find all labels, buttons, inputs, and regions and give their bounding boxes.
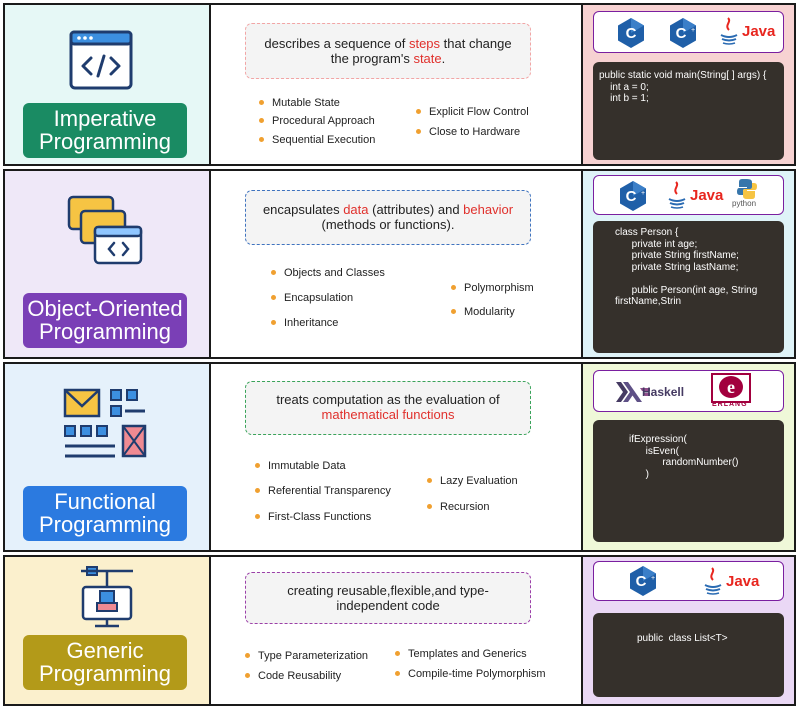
imperative-label-cell: Imperative Programming bbox=[5, 5, 211, 164]
oop-code-block: class Person { private int age; private … bbox=[593, 221, 784, 353]
oop-row: Object-Oriented Programming encapsulates… bbox=[3, 169, 796, 359]
generic-logo-box: C+ Java bbox=[593, 561, 784, 601]
monitor-tool-icon bbox=[79, 565, 135, 634]
list-item: Lazy Evaluation bbox=[427, 475, 518, 487]
imperative-description: describes a sequence of steps that chang… bbox=[245, 23, 531, 79]
functional-row: Functional Programming treats computatio… bbox=[3, 362, 796, 552]
generic-row: Generic Programming creating reusable,fl… bbox=[3, 555, 796, 706]
oop-label-cell: Object-Oriented Programming bbox=[5, 171, 211, 357]
functional-logo-box: Haskell e ERLANG bbox=[593, 370, 784, 412]
java-logo: Java bbox=[718, 16, 775, 51]
imperative-title: Imperative Programming bbox=[23, 103, 187, 158]
oop-code-cell: C+ Java python class Person { private in… bbox=[583, 171, 794, 357]
imperative-code-cell: C C+ Java public static void main(String… bbox=[583, 5, 794, 164]
c-logo: C bbox=[616, 17, 646, 54]
generic-title: Generic Programming bbox=[23, 635, 187, 690]
cpp-logo: C+ bbox=[668, 17, 698, 54]
list-item: Polymorphism bbox=[451, 282, 534, 294]
imperative-logo-box: C C+ Java bbox=[593, 11, 784, 53]
list-item: Recursion bbox=[427, 501, 490, 513]
list-item: Referential Transparency bbox=[255, 485, 391, 497]
list-item: Close to Hardware bbox=[416, 126, 520, 138]
generic-description: creating reusable,flexible,and type-inde… bbox=[245, 572, 531, 624]
oop-desc-cell: encapsulates data (attributes) and behav… bbox=[211, 171, 583, 357]
imperative-desc-cell: describes a sequence of steps that chang… bbox=[211, 5, 583, 164]
list-item: Compile-time Polymorphism bbox=[395, 668, 546, 680]
list-item: Modularity bbox=[451, 306, 515, 318]
list-item: Procedural Approach bbox=[259, 115, 375, 127]
imperative-row: Imperative Programming describes a seque… bbox=[3, 3, 796, 166]
functional-description: treats computation as the evaluation of … bbox=[245, 381, 531, 435]
list-item: First-Class Functions bbox=[255, 511, 371, 523]
svg-text:+: + bbox=[691, 27, 695, 34]
haskell-logo: Haskell bbox=[616, 382, 684, 407]
oop-logo-box: C+ Java python bbox=[593, 175, 784, 215]
stacked-windows-icon bbox=[67, 195, 143, 272]
function-blocks-icon bbox=[61, 386, 151, 467]
svg-text:C: C bbox=[626, 188, 637, 205]
java-logo: Java bbox=[666, 180, 723, 215]
python-logo: python bbox=[732, 178, 758, 208]
list-item: Type Parameterization bbox=[245, 650, 368, 662]
cpp-logo: C+ bbox=[618, 180, 648, 217]
list-item: Inheritance bbox=[271, 317, 338, 329]
generic-code-block: public class List<T> bbox=[593, 613, 784, 697]
code-window-icon bbox=[69, 30, 133, 95]
java-logo: Java bbox=[702, 566, 759, 601]
list-item: Explicit Flow Control bbox=[416, 106, 529, 118]
svg-text:e: e bbox=[727, 377, 735, 397]
functional-code-cell: Haskell e ERLANG ifExpression( isEven( r… bbox=[583, 364, 794, 550]
oop-description: encapsulates data (attributes) and behav… bbox=[245, 190, 531, 245]
functional-title: Functional Programming bbox=[23, 486, 187, 541]
cpp-logo: C+ bbox=[628, 565, 658, 602]
functional-code-block: ifExpression( isEven( randomNumber() ) bbox=[593, 420, 784, 542]
list-item: Encapsulation bbox=[271, 292, 353, 304]
svg-text:+: + bbox=[641, 190, 645, 197]
list-item: Sequential Execution bbox=[259, 134, 375, 146]
generic-label-cell: Generic Programming bbox=[5, 557, 211, 704]
list-item: Templates and Generics bbox=[395, 648, 527, 660]
functional-desc-cell: treats computation as the evaluation of … bbox=[211, 364, 583, 550]
list-item: Immutable Data bbox=[255, 460, 346, 472]
svg-text:+: + bbox=[651, 575, 655, 582]
functional-label-cell: Functional Programming bbox=[5, 364, 211, 550]
erlang-logo: e ERLANG bbox=[710, 373, 752, 408]
svg-text:C: C bbox=[626, 25, 637, 42]
generic-code-cell: C+ Java public class List<T> bbox=[583, 557, 794, 704]
list-item: Code Reusability bbox=[245, 670, 341, 682]
oop-title: Object-Oriented Programming bbox=[23, 293, 187, 348]
generic-desc-cell: creating reusable,flexible,and type-inde… bbox=[211, 557, 583, 704]
imperative-code-block: public static void main(String[ ] args) … bbox=[593, 62, 784, 160]
list-item: Mutable State bbox=[259, 97, 340, 109]
list-item: Objects and Classes bbox=[271, 267, 385, 279]
svg-text:C: C bbox=[676, 25, 687, 42]
svg-text:C: C bbox=[636, 573, 647, 590]
